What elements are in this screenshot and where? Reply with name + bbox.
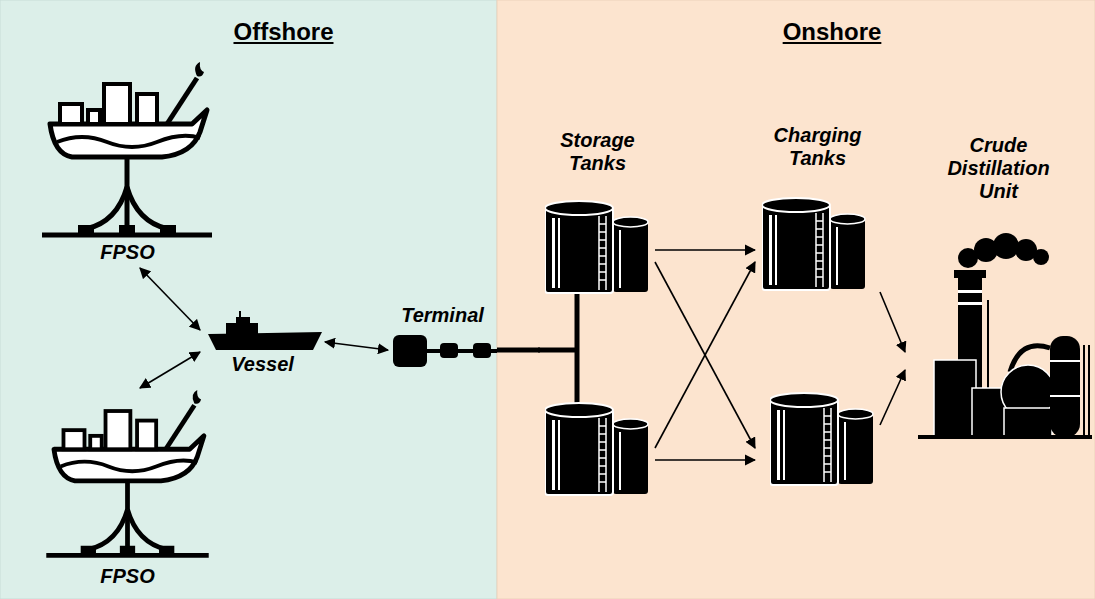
terminal-float xyxy=(473,343,491,358)
vessel-icon xyxy=(208,311,322,350)
column-band xyxy=(1050,360,1080,362)
column-ladder xyxy=(1088,345,1090,437)
flow-arrow xyxy=(880,370,905,425)
tank-icon xyxy=(545,201,648,293)
vessel-hull xyxy=(208,332,322,350)
flow-arrow xyxy=(325,342,388,350)
offshore-panel: OffshoreFPSO FPSO Vessel Terminal xyxy=(0,0,497,599)
terminal-float xyxy=(440,343,458,358)
fpso-icon xyxy=(46,390,208,555)
node-label: Crude Distillation Unit xyxy=(931,134,1066,203)
smoke xyxy=(993,233,1019,259)
cdu-node: Crude Distillation Unit xyxy=(905,130,1092,440)
vessel-bridge xyxy=(236,317,250,324)
tank-base xyxy=(1004,408,1052,437)
node-label: Vessel xyxy=(231,353,294,376)
pipe xyxy=(538,348,579,353)
node-label: Terminal xyxy=(401,304,484,327)
refinery-icon xyxy=(918,233,1092,437)
onshore-panel: OnshoreStorage Tanks Charging Tanks Crude … xyxy=(497,0,1095,599)
panel-heading: Onshore xyxy=(783,18,882,46)
vessel-cabin xyxy=(226,323,258,335)
vessel-mast xyxy=(239,311,241,318)
chimney-band xyxy=(958,302,982,305)
onshore-panel xyxy=(497,0,1095,599)
node-label: FPSO xyxy=(100,241,154,264)
tank-icon xyxy=(770,393,873,485)
charging-node: Charging Tanks xyxy=(755,120,880,490)
offshore-panel xyxy=(0,0,497,599)
building xyxy=(934,360,976,437)
pipe xyxy=(575,292,580,406)
node-label: Charging Tanks xyxy=(762,124,874,170)
flow-arrow xyxy=(140,352,200,388)
flow-arrow xyxy=(880,292,905,352)
node-label: Storage Tanks xyxy=(545,129,650,175)
distillation-column xyxy=(1050,336,1080,437)
terminal-node: Terminal xyxy=(388,302,497,372)
flow-arrow xyxy=(655,262,755,448)
terminal-icon xyxy=(393,335,497,367)
flow-arrow xyxy=(655,249,755,251)
fpso-node: FPSO xyxy=(40,388,215,592)
storage-node: Storage Tanks xyxy=(540,125,655,500)
flow-arrow xyxy=(655,262,755,448)
tank-icon xyxy=(762,198,865,290)
column-band xyxy=(1050,395,1080,397)
column-ladder xyxy=(1083,345,1085,437)
flow-arrow xyxy=(655,459,755,461)
tank-icon xyxy=(545,403,648,495)
fpso-node: FPSO xyxy=(40,62,215,268)
panel-heading: Offshore xyxy=(233,18,333,46)
pipe-connector xyxy=(497,348,540,353)
chimney-band xyxy=(958,290,982,293)
ground-line xyxy=(918,435,1092,439)
node-label: FPSO xyxy=(100,565,154,588)
smoke xyxy=(1033,249,1049,265)
fpso-icon xyxy=(42,62,212,235)
terminal-buoy xyxy=(393,335,427,367)
flow-arrow xyxy=(140,268,200,330)
vessel-node: Vessel xyxy=(200,308,325,378)
